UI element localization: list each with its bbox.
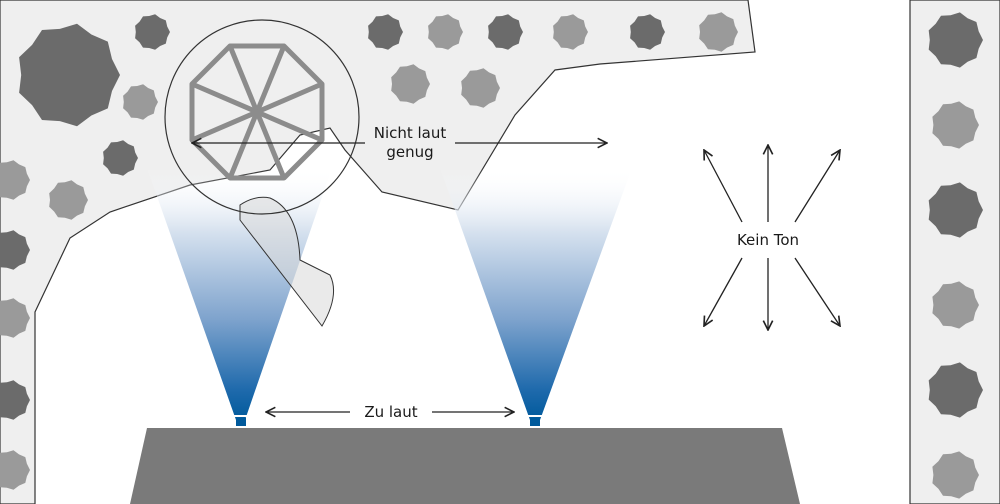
person-blob bbox=[932, 101, 979, 149]
person-blob bbox=[699, 12, 738, 52]
person-blob bbox=[932, 451, 979, 499]
person-blob bbox=[630, 14, 665, 50]
label-no-sound: Kein Ton bbox=[737, 231, 799, 249]
person-blob bbox=[488, 14, 523, 50]
person-blob bbox=[0, 450, 30, 490]
speaker-magnifier bbox=[164, 19, 360, 215]
audience-area-left bbox=[0, 0, 756, 504]
person-blob bbox=[0, 160, 30, 200]
speaker-icon bbox=[189, 43, 325, 181]
person-blob bbox=[135, 14, 170, 50]
radial-arrows bbox=[704, 145, 840, 330]
person-blob bbox=[461, 68, 500, 108]
person-blob bbox=[932, 281, 979, 329]
person-blob bbox=[103, 140, 138, 176]
person-blob bbox=[928, 12, 983, 68]
speaker-emitter-right bbox=[530, 418, 540, 426]
label-too-loud: Zu laut bbox=[364, 403, 417, 421]
person-blob bbox=[368, 14, 403, 50]
person-blob bbox=[553, 14, 588, 50]
person-blob bbox=[123, 84, 158, 120]
speaker-emitter-left bbox=[236, 418, 246, 426]
person-blob bbox=[428, 14, 463, 50]
person-blob bbox=[391, 64, 430, 104]
person-blob bbox=[0, 380, 30, 420]
person-blob bbox=[49, 180, 88, 220]
person-blob bbox=[928, 182, 983, 238]
label-not-loud-line2: genug bbox=[386, 143, 433, 161]
quiet-zone-shape bbox=[239, 196, 335, 327]
audience-area-right bbox=[909, 0, 1000, 504]
audience-people bbox=[0, 12, 983, 499]
person-blob bbox=[928, 362, 983, 418]
speaker-beam-right bbox=[440, 168, 632, 420]
stage bbox=[130, 428, 800, 504]
person-blob bbox=[0, 298, 30, 338]
person-blob bbox=[0, 230, 30, 270]
label-not-loud-line1: Nicht laut bbox=[374, 124, 447, 142]
person-blob bbox=[19, 23, 121, 127]
